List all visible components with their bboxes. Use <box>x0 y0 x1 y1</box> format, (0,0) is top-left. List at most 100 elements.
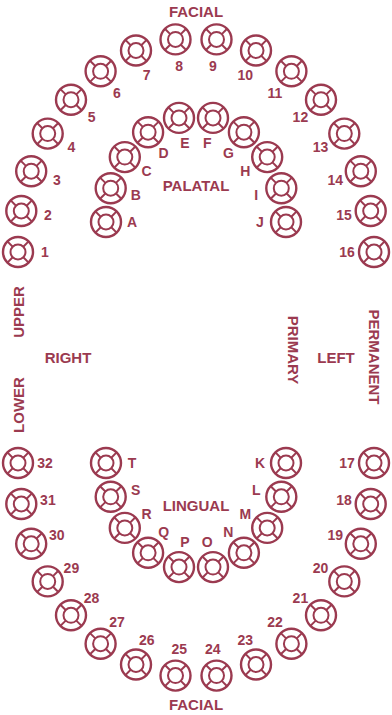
tooth-symbol <box>306 600 336 630</box>
tooth-symbol <box>161 24 191 54</box>
surface-label: PALATAL <box>163 178 230 193</box>
tooth-outline <box>110 142 140 172</box>
tooth-ridge <box>184 572 189 577</box>
tooth-number: 6 <box>113 86 121 100</box>
tooth-ridge <box>27 493 32 498</box>
tooth-number: 11 <box>268 86 283 100</box>
tooth-ridge <box>366 533 371 538</box>
tooth-symbol <box>271 448 301 478</box>
tooth-inner <box>314 608 329 623</box>
tooth-ridge <box>202 556 207 561</box>
tooth-outline <box>241 650 271 680</box>
tooth-ridge <box>273 517 278 522</box>
dentition-label: PRIMARY <box>286 316 301 385</box>
tooth-ridge <box>310 105 315 110</box>
tooth-inner <box>172 560 187 575</box>
tooth-number: 23 <box>238 633 254 647</box>
tooth-ridge <box>125 40 130 45</box>
tooth-outline <box>198 552 228 582</box>
tooth-inner <box>337 574 352 589</box>
surface-label: FACIAL <box>169 697 223 712</box>
tooth-ridge <box>11 216 16 221</box>
tooth-ridge <box>233 122 238 127</box>
tooth-outline <box>164 103 194 133</box>
tooth-ridge <box>114 517 119 522</box>
tooth-letter: B <box>131 188 141 202</box>
tooth-ridge <box>116 178 121 183</box>
tooth-inner <box>168 668 183 683</box>
tooth-outline <box>356 196 386 226</box>
tooth-outline <box>3 237 33 267</box>
tooth-ridge <box>137 122 142 127</box>
tooth-ridge <box>100 502 105 507</box>
tooth-ridge <box>27 216 32 221</box>
tooth-outline <box>16 529 46 559</box>
tooth-ridge <box>271 194 276 199</box>
tooth-letter: R <box>142 507 152 521</box>
tooth-outline <box>86 629 116 659</box>
side-label: LEFT <box>317 350 355 365</box>
tooth-ridge <box>21 161 26 166</box>
tooth-inner <box>367 245 382 260</box>
tooth-ridge <box>326 605 331 610</box>
tooth-ridge <box>23 468 28 473</box>
tooth-ridge <box>95 452 100 457</box>
tooth-letter: L <box>252 483 261 497</box>
tooth-inner <box>279 215 294 230</box>
tooth-ridge <box>53 139 58 144</box>
tooth-ridge <box>257 146 262 151</box>
tooth-ridge <box>350 177 355 182</box>
tooth-inner <box>40 574 55 589</box>
tooth-inner <box>209 32 224 47</box>
tooth-outline <box>359 237 389 267</box>
dentition-label: PERMANENT <box>367 309 382 404</box>
tooth-outline <box>133 117 163 147</box>
tooth-ridge <box>27 200 32 205</box>
tooth-number: 3 <box>53 173 61 187</box>
tooth-symbol <box>359 448 389 478</box>
tooth-outline <box>266 173 296 203</box>
tooth-outline <box>202 661 232 691</box>
tooth-symbol <box>33 119 63 149</box>
tooth-ridge <box>76 89 81 94</box>
tooth-inner <box>337 126 352 141</box>
tooth-symbol <box>329 119 359 149</box>
tooth-ridge <box>245 654 250 659</box>
tooth-letter: P <box>180 535 189 549</box>
tooth-ridge <box>376 200 381 205</box>
tooth-inner <box>260 150 275 165</box>
tooth-ridge <box>111 227 116 232</box>
tooth-outline <box>229 538 259 568</box>
tooth-outline <box>86 56 116 86</box>
tooth-symbol <box>229 538 259 568</box>
tooth-ridge <box>116 486 121 491</box>
tooth-number: 21 <box>293 591 309 605</box>
tooth-ridge <box>218 572 223 577</box>
tooth-ridge <box>37 177 42 182</box>
tooth-number: 31 <box>40 493 56 507</box>
tooth-outline <box>252 142 282 172</box>
tooth-ridge <box>7 452 12 457</box>
tooth-ridge <box>153 558 158 563</box>
tooth-letter: J <box>256 215 264 229</box>
tooth-ridge <box>366 161 371 166</box>
tooth-ridge <box>130 533 135 538</box>
tooth-ridge <box>257 162 262 167</box>
tooth-inner <box>284 636 299 651</box>
tooth-inner <box>64 608 79 623</box>
tooth-letter: I <box>254 188 258 202</box>
tooth-ridge <box>60 605 65 610</box>
tooth-ridge <box>273 533 278 538</box>
tooth-number: 14 <box>327 173 343 187</box>
tooth-ridge <box>60 105 65 110</box>
tooth-symbol <box>161 661 191 691</box>
tooth-ridge <box>106 61 111 66</box>
tooth-ridge <box>310 89 315 94</box>
tooth-ridge <box>181 45 186 50</box>
tooth-ridge <box>137 138 142 143</box>
tooth-ridge <box>249 558 254 563</box>
tooth-ridge <box>165 665 170 670</box>
tooth-inner <box>236 545 251 560</box>
tooth-inner <box>99 456 114 471</box>
tooth-ridge <box>11 493 16 498</box>
